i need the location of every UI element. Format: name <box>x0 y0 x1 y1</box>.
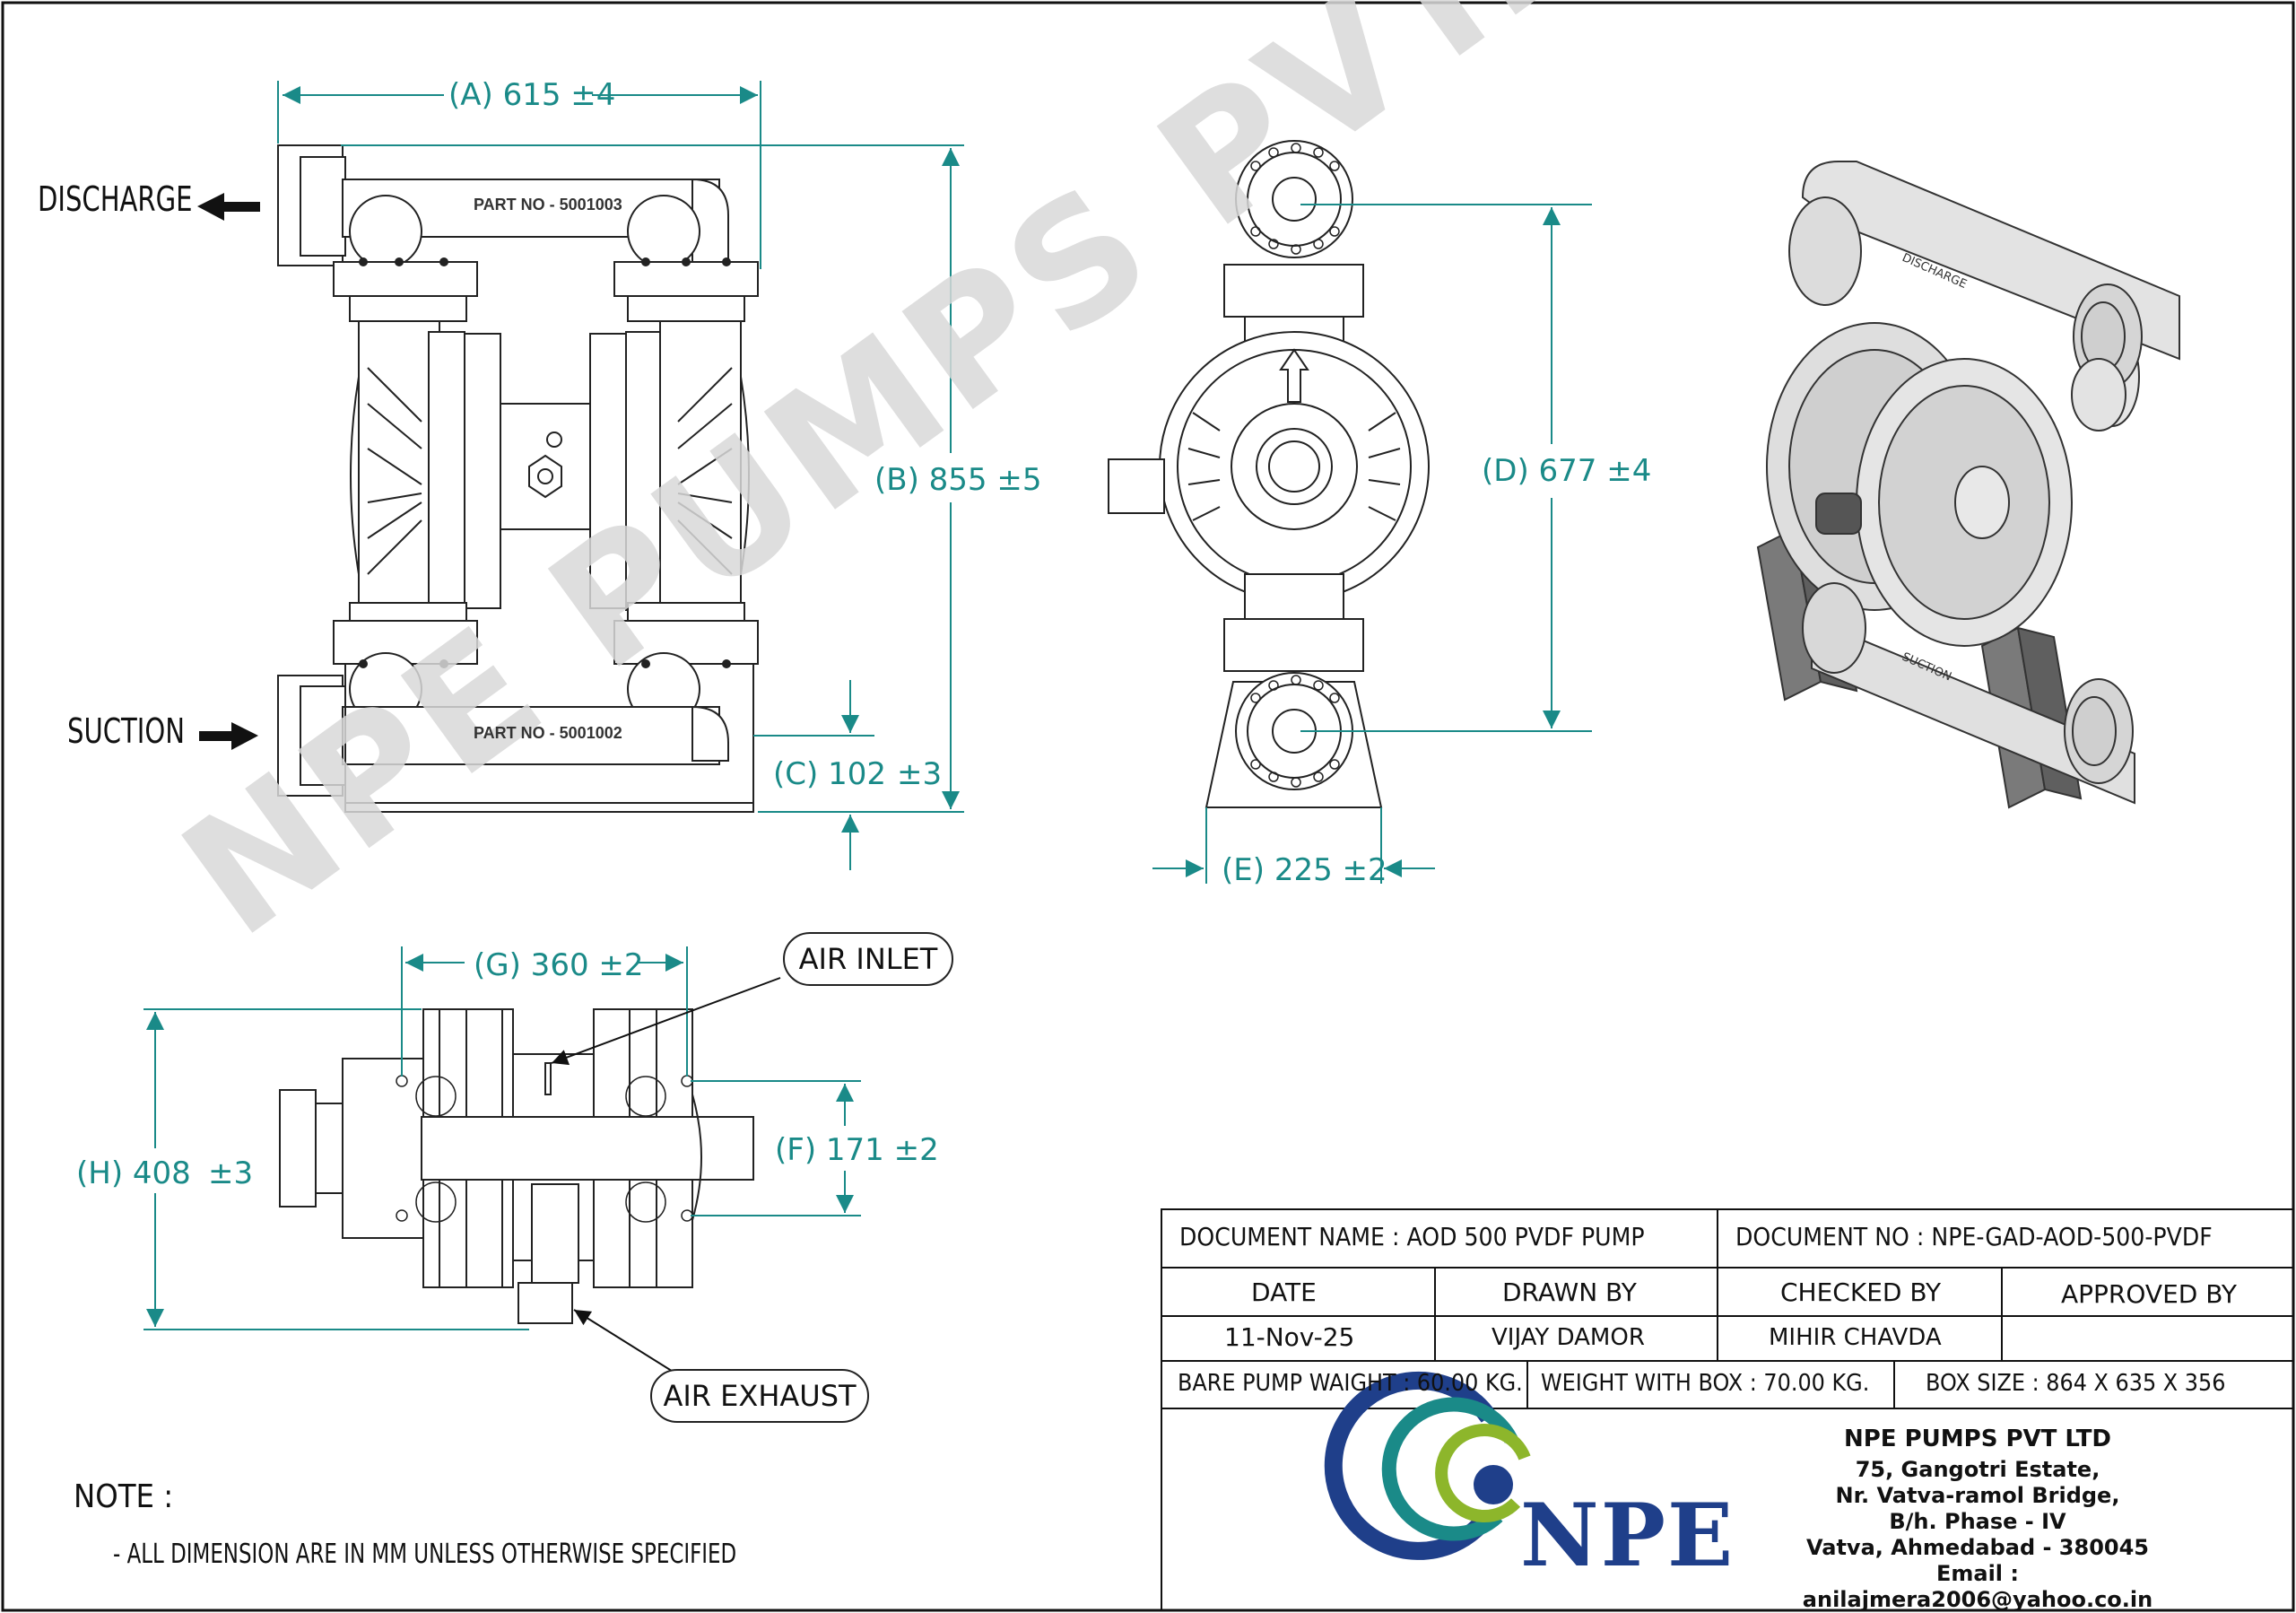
discharge-label: DISCHARGE <box>38 179 193 219</box>
dim-c-value: (C) 102 <box>773 756 886 792</box>
header-drawn-by: DRAWN BY <box>1502 1277 1637 1307</box>
title-block-grid <box>1161 1208 2294 1611</box>
isometric-view <box>1756 161 2180 809</box>
value-date: 11-Nov-25 <box>1224 1322 1355 1352</box>
dim-e: (E) 225 ±2 <box>1222 852 1387 888</box>
company-name: NPE PUMPS PVT LTD <box>1843 1426 2112 1452</box>
company-address-1: 75, Gangotri Estate, <box>1855 1457 2100 1482</box>
logo-wordmark: NPE <box>1520 1485 1735 1586</box>
box-size: BOX SIZE : 864 X 635 X 356 <box>1926 1370 2226 1397</box>
dim-c-tol: ±3 <box>897 756 943 792</box>
side-dimensions <box>1152 204 1592 884</box>
dim-h-tol: ±3 <box>208 1155 254 1191</box>
part-no-top: PART NO - 5001003 <box>474 196 622 214</box>
air-inlet-callout: AIR INLET <box>783 932 953 986</box>
value-drawn-by: VIJAY DAMOR <box>1492 1324 1645 1351</box>
document-name: DOCUMENT NAME : AOD 500 PVDF PUMP <box>1179 1222 1645 1251</box>
npe-logo <box>1324 1371 1531 1560</box>
flow-arrows <box>197 193 260 750</box>
dim-h-value: (H) 408 <box>76 1155 191 1191</box>
front-view <box>277 144 759 813</box>
dim-a: (A) 615 ±4 <box>448 77 616 113</box>
dim-d: (D) 677 ±4 <box>1482 453 1652 489</box>
company-address-2: Nr. Vatva-ramol Bridge, <box>1835 1483 2120 1508</box>
suction-label: SUCTION <box>67 711 185 751</box>
side-view <box>1108 140 1430 808</box>
bottom-view <box>279 1008 754 1324</box>
company-address-4: Vatva, Ahmedabad - 380045 <box>1806 1535 2149 1560</box>
value-checked-by: MIHIR CHAVDA <box>1769 1324 1942 1351</box>
header-checked-by: CHECKED BY <box>1780 1277 1942 1307</box>
dim-g: (G) 360 ±2 <box>474 947 644 983</box>
weight-with-box: WEIGHT WITH BOX : 70.00 KG. <box>1541 1370 1870 1397</box>
dim-f: (F) 171 ±2 <box>775 1132 939 1168</box>
header-date: DATE <box>1251 1277 1317 1307</box>
header-approved-by: APPROVED BY <box>2061 1279 2238 1309</box>
note-line-1: - ALL DIMENSION ARE IN MM UNLESS OTHERWI… <box>113 1539 737 1570</box>
note-title: NOTE : <box>74 1478 174 1515</box>
air-exhaust-label: AIR EXHAUST <box>663 1379 857 1413</box>
air-exhaust-callout: AIR EXHAUST <box>650 1369 869 1423</box>
document-no: DOCUMENT NO : NPE-GAD-AOD-500-PVDF <box>1735 1222 2213 1251</box>
bottom-dimensions <box>144 946 861 1330</box>
dim-b: (B) 855 ±5 <box>874 462 1042 498</box>
company-address-3: B/h. Phase - IV <box>1889 1509 2066 1534</box>
part-no-bottom: PART NO - 5001002 <box>474 724 622 742</box>
leader-lines <box>551 977 781 1378</box>
air-inlet-label: AIR INLET <box>798 942 938 976</box>
company-email: Email : anilajmera2006@yahoo.co.in <box>1802 1561 2153 1612</box>
front-dimensions <box>277 81 964 870</box>
bare-pump-weight: BARE PUMP WAIGHT : 60.00 KG. <box>1178 1370 1523 1397</box>
